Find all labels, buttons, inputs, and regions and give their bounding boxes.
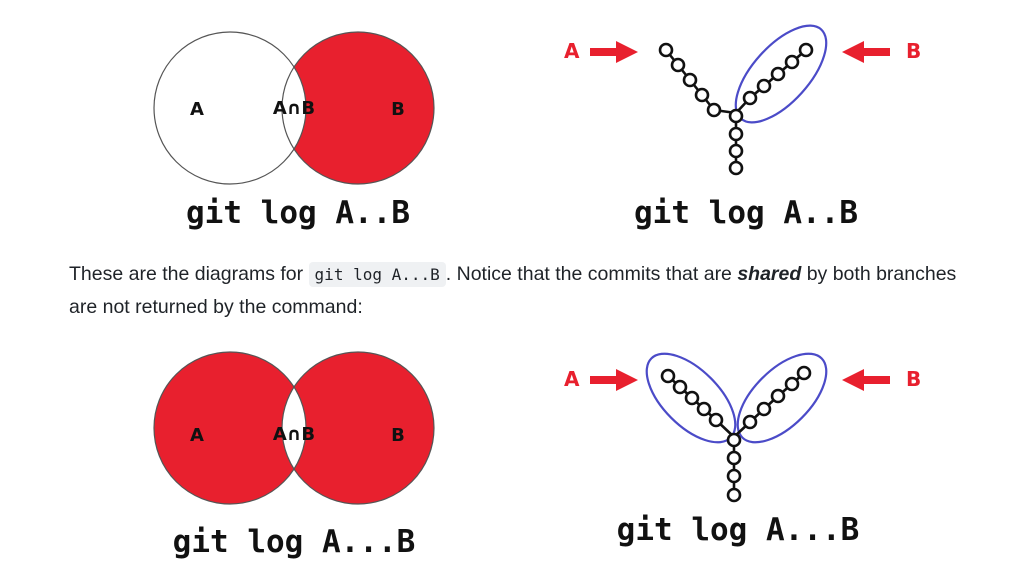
commit [728,108,744,124]
commit [670,57,686,73]
commit-graph-three-dot: A B git log A...B [564,352,921,548]
venn-set-b-outline [281,31,435,185]
arrow-icon [842,41,890,63]
venn-set-b-outline [281,351,435,505]
commit [784,54,800,70]
commit [658,42,674,58]
arrow-icon [590,369,638,391]
commit [728,160,744,176]
venn-label-a: A [190,425,204,446]
commit [684,390,700,406]
arrow-icon [590,41,638,63]
description-paragraph: These are the diagrams for git log A...B… [69,262,957,318]
commit [726,450,742,466]
commit-group-outline [736,352,828,444]
emphasis-text: shared [737,263,802,285]
graph-caption: git log A...B [617,512,860,548]
commit [708,412,724,428]
commit [742,90,758,106]
commit [696,401,712,417]
commit [756,401,772,417]
venn-set-b [282,352,434,504]
commit [726,432,742,448]
venn-set-b [282,32,434,184]
commit [728,143,744,159]
commit [660,368,676,384]
branch-label-a: A [564,39,580,63]
commit [742,414,758,430]
commits [658,42,814,176]
venn-set-a-outline [153,351,307,505]
commit [694,87,710,103]
graph-caption: git log A..B [634,195,858,231]
venn-diagram-two-dot: A A∩B B git log A..B [153,31,435,231]
venn-label-intersection: A∩B [273,98,315,119]
commit [784,376,800,392]
venn-label-b: B [391,99,405,120]
commit [756,78,772,94]
commit [770,66,786,82]
commit [728,126,744,142]
commits [660,365,812,503]
commit [726,487,742,503]
venn-caption: git log A...B [173,524,416,560]
venn-label-intersection: A∩B [273,424,315,445]
commit [796,365,812,381]
commit [798,42,814,58]
arrow-icon [842,369,890,391]
branch-label-a: A [564,367,580,391]
branch-label-b: B [906,39,921,63]
commit [726,468,742,484]
branch-label-b: B [906,367,921,391]
commit [682,72,698,88]
commit [672,379,688,395]
venn-diagram-three-dot: A A∩B B git log A...B [153,351,435,560]
venn-caption: git log A..B [186,195,410,231]
venn-label-b: B [391,425,405,446]
commit [770,388,786,404]
commit [706,102,722,118]
commit-graph-two-dot: A B git log A..B [564,24,921,231]
venn-label-a: A [190,99,204,120]
inline-code: git log A...B [308,262,446,287]
venn-set-a [154,352,306,504]
venn-set-a [153,31,307,185]
